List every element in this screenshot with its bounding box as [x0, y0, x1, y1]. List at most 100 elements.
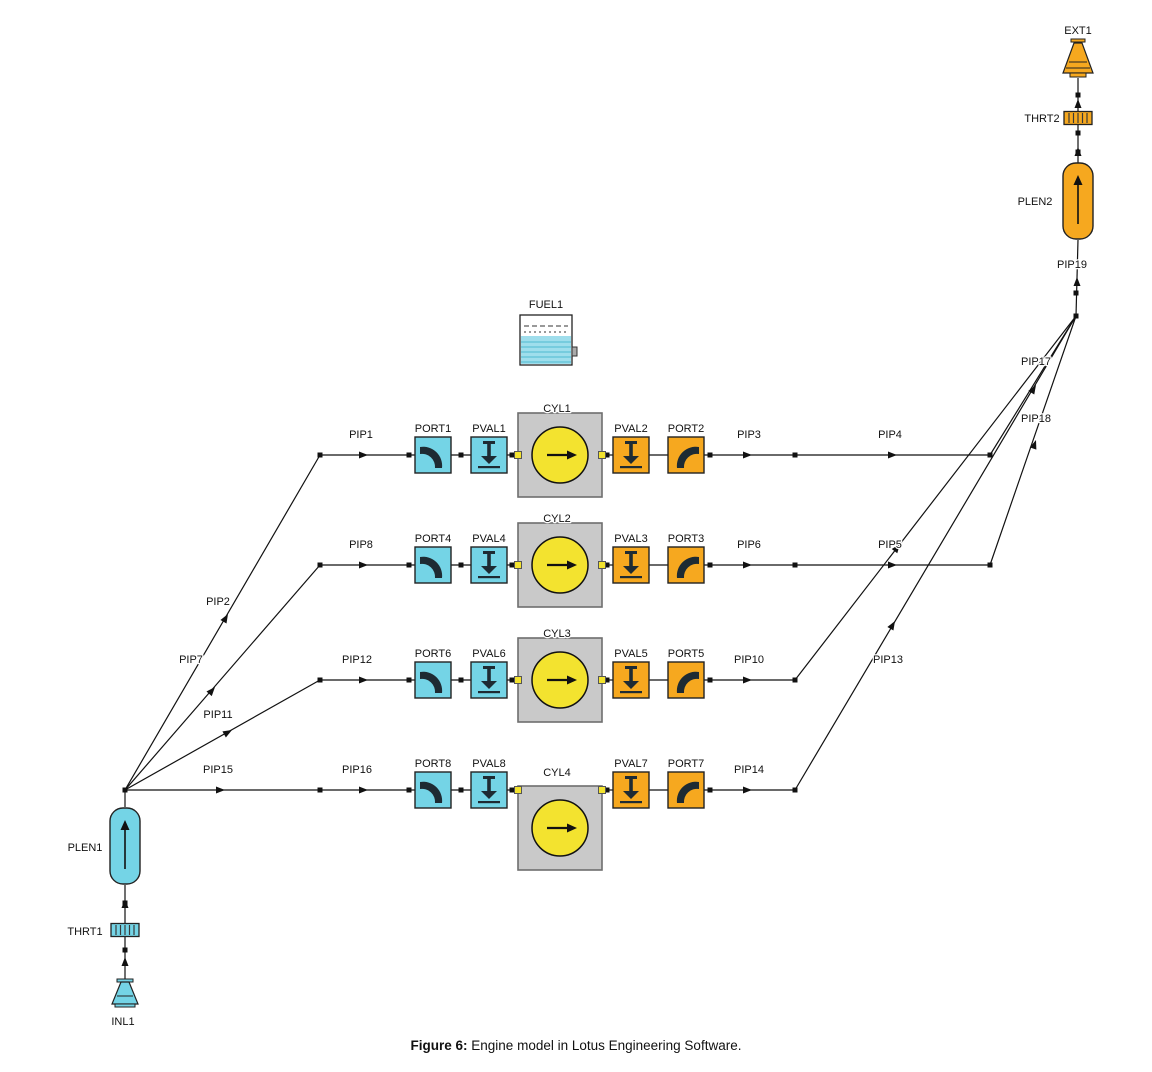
flow-arrow-icon: [1028, 385, 1036, 395]
component-ext1[interactable]: [1062, 38, 1094, 78]
cylinder-pad: [514, 676, 522, 684]
label-pip15: PIP15: [203, 764, 233, 776]
component-port5[interactable]: [667, 661, 705, 699]
component-port1[interactable]: [414, 436, 452, 474]
component-pval1[interactable]: [470, 436, 508, 474]
label-pip4: PIP4: [878, 429, 902, 441]
junction-node: [707, 677, 713, 683]
component-port2[interactable]: [667, 436, 705, 474]
component-port6[interactable]: [414, 661, 452, 699]
cylinder-pad: [598, 786, 606, 794]
component-pval2[interactable]: [612, 436, 650, 474]
flow-arrow-icon: [359, 676, 368, 684]
flow-arrow-icon: [891, 544, 900, 554]
junction-node: [987, 562, 993, 568]
component-pval6[interactable]: [470, 661, 508, 699]
component-cyl3[interactable]: [514, 637, 606, 723]
label-plen1: PLEN1: [68, 842, 103, 854]
label-pip16: PIP16: [342, 764, 372, 776]
junction-node: [406, 787, 412, 793]
component-pval8[interactable]: [470, 771, 508, 809]
component-port3[interactable]: [667, 546, 705, 584]
label-pval4: PVAL4: [472, 533, 505, 545]
junction-node: [317, 787, 323, 793]
junction-node: [458, 677, 464, 683]
label-pip12: PIP12: [342, 654, 372, 666]
label-pip13: PIP13: [873, 654, 903, 666]
junction-node: [604, 787, 610, 793]
poppet-valve-icon: [620, 776, 642, 804]
label-pval1: PVAL1: [472, 423, 505, 435]
flow-arrow-icon: [743, 786, 752, 794]
junction-node: [707, 562, 713, 568]
component-plen1[interactable]: [109, 807, 141, 885]
poppet-valve-icon: [478, 441, 500, 469]
junction-node: [406, 452, 412, 458]
label-port8: PORT8: [415, 758, 451, 770]
junction-node: [604, 562, 610, 568]
poppet-valve-icon: [620, 666, 642, 694]
flow-arrow-icon: [216, 786, 225, 794]
label-plen2: PLEN2: [1018, 196, 1053, 208]
label-pip3: PIP3: [737, 429, 761, 441]
component-cyl2[interactable]: [514, 522, 606, 608]
label-thrt1: THRT1: [67, 926, 102, 938]
right-arrow-icon: [567, 450, 577, 460]
label-pval5: PVAL5: [614, 648, 647, 660]
junction-node: [707, 787, 713, 793]
poppet-valve-icon: [620, 551, 642, 579]
component-cyl1[interactable]: [514, 412, 606, 498]
flow-arrow-icon: [220, 614, 228, 624]
component-pval4[interactable]: [470, 546, 508, 584]
pipe-pip2[interactable]: [124, 454, 321, 791]
junction-node: [509, 787, 515, 793]
port-duct-icon: [676, 556, 699, 578]
fuel-nub: [571, 346, 578, 357]
label-cyl1: CYL1: [543, 403, 571, 415]
pipe-pip13[interactable]: [794, 315, 1077, 681]
component-inl1[interactable]: [111, 978, 139, 1008]
label-thrt2: THRT2: [1024, 113, 1059, 125]
junction-node: [1075, 130, 1081, 136]
component-port8[interactable]: [414, 771, 452, 809]
junction-node: [1073, 313, 1079, 319]
component-plen2[interactable]: [1062, 162, 1094, 240]
label-ext1: EXT1: [1064, 25, 1092, 37]
flow-arrow-icon: [1074, 147, 1082, 156]
label-pip14: PIP14: [734, 764, 764, 776]
component-port7[interactable]: [667, 771, 705, 809]
port-duct-icon: [420, 446, 443, 468]
flow-arrow-icon: [121, 957, 129, 966]
port-duct-icon: [676, 781, 699, 803]
pipe-pip14-riser[interactable]: [794, 315, 1077, 791]
figure-caption-prefix: Figure 6:: [410, 1038, 468, 1053]
component-pval3[interactable]: [612, 546, 650, 584]
cylinder-pad: [514, 451, 522, 459]
pipe-pip11[interactable]: [124, 679, 321, 791]
cylinder-pad: [598, 676, 606, 684]
pipe-pip18[interactable]: [989, 315, 1077, 566]
figure-caption-text: Engine model in Lotus Engineering Softwa…: [467, 1038, 742, 1053]
component-thrt2[interactable]: [1063, 110, 1093, 126]
component-pval7[interactable]: [612, 771, 650, 809]
poppet-valve-icon: [478, 551, 500, 579]
label-port6: PORT6: [415, 648, 451, 660]
cylinder-pad: [598, 451, 606, 459]
label-pip6: PIP6: [737, 539, 761, 551]
junction-node: [792, 787, 798, 793]
right-arrow-icon: [567, 675, 577, 685]
label-pip11: PIP11: [203, 709, 232, 721]
component-cyl4[interactable]: [514, 785, 606, 871]
label-pval7: PVAL7: [614, 758, 647, 770]
component-fuel1[interactable]: [519, 314, 578, 366]
label-pip10: PIP10: [734, 654, 764, 666]
component-pval5[interactable]: [612, 661, 650, 699]
pipe-pip7[interactable]: [124, 564, 321, 791]
cylinder-pad: [598, 561, 606, 569]
flow-arrow-icon: [888, 451, 897, 459]
flow-arrow-icon: [1029, 440, 1037, 450]
component-thrt1[interactable]: [110, 922, 140, 938]
flow-arrow-icon: [222, 730, 232, 738]
junction-node: [792, 677, 798, 683]
component-port4[interactable]: [414, 546, 452, 584]
